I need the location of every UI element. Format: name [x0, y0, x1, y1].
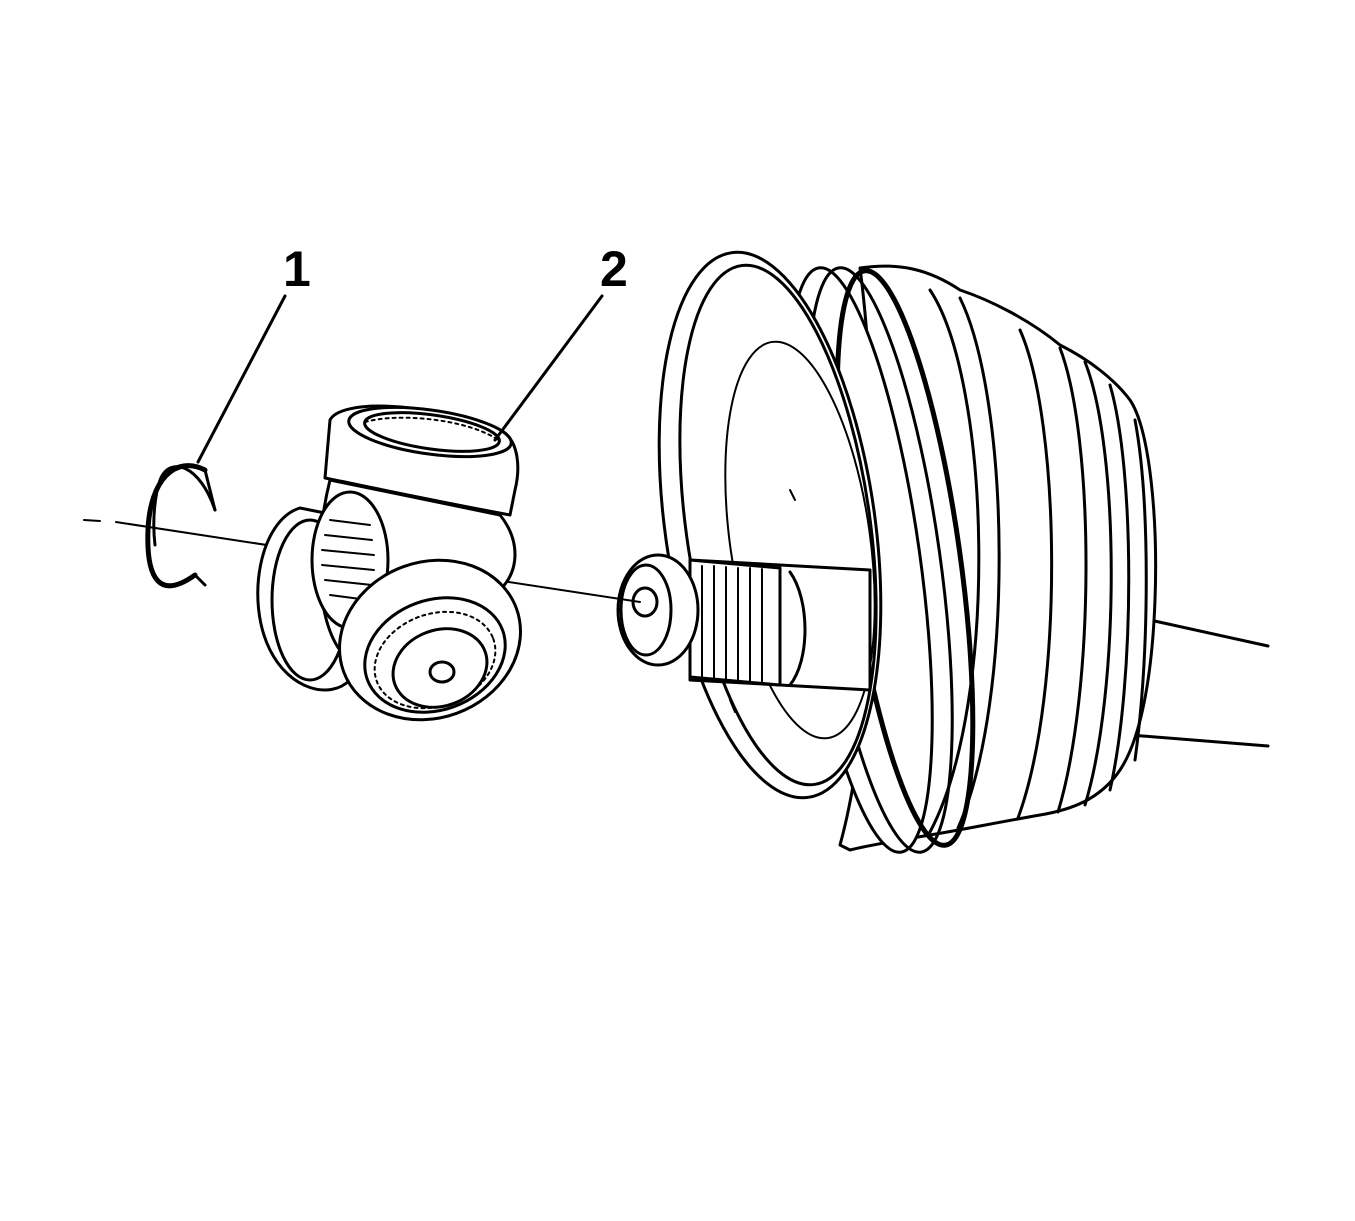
tripot-spider-assembly	[256, 404, 522, 722]
splined-shaft-end	[616, 553, 872, 692]
shaft-splines	[701, 565, 763, 683]
callout-1: 1	[196, 241, 311, 464]
callout-1-number: 1	[283, 241, 311, 297]
retaining-ring	[145, 463, 217, 589]
callout-2: 2	[493, 241, 628, 442]
trunnion-roller-top	[323, 404, 520, 517]
trunnion-roller-front	[338, 558, 522, 722]
callout-2-number: 2	[600, 241, 628, 297]
axle-shaft-assembly	[616, 250, 1270, 854]
callout-1-leader	[196, 294, 287, 464]
callout-2-leader	[493, 294, 604, 442]
